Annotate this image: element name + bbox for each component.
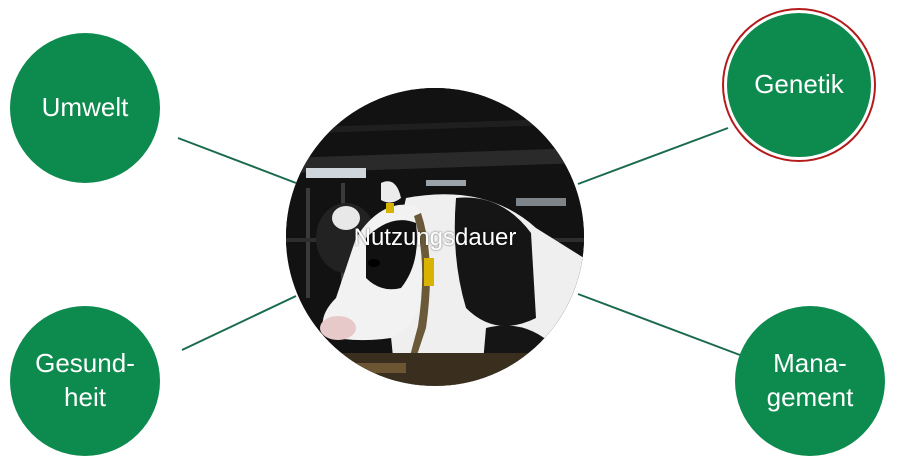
node-genetik: Genetik bbox=[724, 10, 874, 160]
connector-umwelt bbox=[178, 138, 296, 183]
connector-gesundheit bbox=[182, 296, 296, 350]
node-gesundheit-label: Gesund- heit bbox=[35, 347, 135, 415]
node-umwelt: Umwelt bbox=[10, 33, 160, 183]
node-management-label: Mana- gement bbox=[767, 347, 854, 415]
node-genetik-label: Genetik bbox=[754, 68, 844, 102]
connector-management bbox=[578, 294, 740, 355]
node-gesundheit: Gesund- heit bbox=[10, 306, 160, 456]
center-label: Nutzungsdauer bbox=[286, 224, 584, 252]
center-photo-circle: Nutzungsdauer bbox=[286, 88, 584, 386]
connector-genetik bbox=[578, 128, 728, 184]
node-umwelt-label: Umwelt bbox=[42, 91, 129, 125]
node-management: Mana- gement bbox=[735, 306, 885, 456]
